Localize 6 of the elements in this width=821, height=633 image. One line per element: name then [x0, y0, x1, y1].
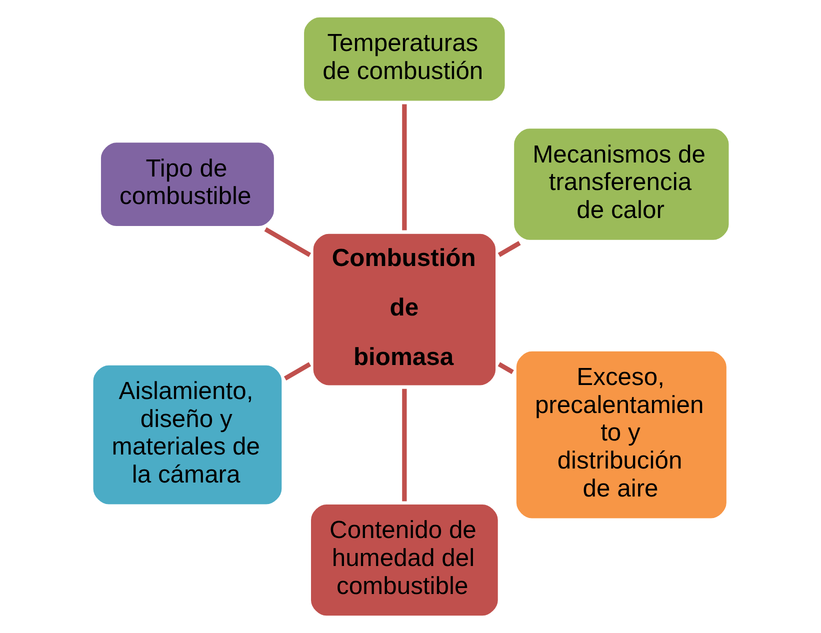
connector: [264, 227, 311, 257]
connector: [497, 241, 520, 257]
connector: [283, 362, 311, 380]
connector: [497, 362, 514, 374]
connector: [402, 104, 406, 230]
connector: [402, 388, 406, 502]
